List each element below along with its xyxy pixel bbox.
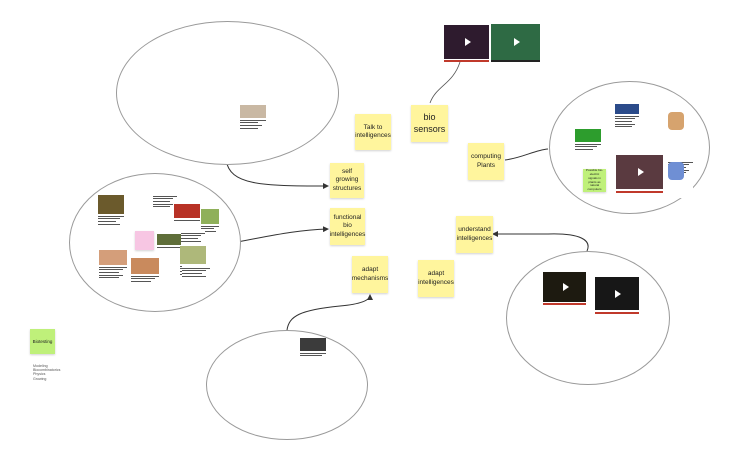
video-top-1-caption [444,60,489,62]
cluster-top-left [116,21,339,165]
connector-top-left-to-self-growing [225,159,329,189]
video-fireflies[interactable] [595,277,639,310]
video-top-2-caption [491,60,540,62]
note-plants-computers[interactable]: Possible bio-electric signals in plants … [583,168,606,192]
video-bioluminescence[interactable] [543,272,586,302]
sticky-adapt-intelligences-text: adapt intelligences [418,270,454,286]
cluster-bottom-right [506,251,670,385]
legend-list: Modeling Biocombinatorics Physics Growin… [33,364,60,381]
sticky-computing-plants[interactable]: computing Plants [468,143,504,180]
video-top-1[interactable] [444,25,489,59]
card-right-2[interactable] [615,104,639,140]
card-left-3[interactable] [174,204,200,224]
sticky-talk-to-intelligences[interactable]: Talk to intelligences [355,114,391,150]
sticky-computing-text: computing Plants [471,153,501,169]
sticky-talk-text: Talk to intelligences [355,123,391,139]
legend-item: Physics [33,372,46,377]
sticky-understand-text: understand intelligences [456,226,493,242]
play-icon [637,168,644,176]
card-right-1[interactable] [575,129,601,159]
play-icon [464,38,471,46]
sticky-adapt-mechanisms-text: adapt mechanisms [351,266,389,282]
sticky-self-growing-text: self growing structures [332,168,362,192]
glove-icon-1 [668,112,684,130]
card-bottom-1[interactable] [300,338,326,368]
video-caption-2 [595,312,639,314]
card-left-9[interactable] [131,258,159,288]
video-caption-bar [616,191,663,193]
cluster-left [69,173,241,312]
connector-left-to-functional [236,226,329,243]
play-icon [513,38,520,46]
legend-item: Growing [33,376,47,381]
glove-icon-2 [668,162,684,180]
video-thumbnail-plants[interactable] [616,155,663,189]
sticky-bio-sensors-text: bio sensors [413,112,446,134]
sticky-bio-sensors[interactable]: bio sensors [411,105,448,142]
sticky-biotesting[interactable]: Biotesting [30,329,55,354]
card-left-2[interactable] [153,194,177,216]
connector-right-to-understand [492,231,589,252]
connector-computing-to-right [504,148,549,161]
sticky-functional-bio-intelligences[interactable]: functional bio intelligences [330,208,365,245]
card-left-5[interactable] [157,234,181,252]
card-left-1[interactable] [98,195,124,229]
pink-note[interactable] [135,231,154,250]
sticky-functional-text: functional bio intelligences [329,214,366,238]
connector-top-to-bio-sensors [429,61,461,104]
cluster-right: Possible bio-electric signals in plants … [549,81,710,214]
cluster-bottom [206,330,368,440]
sticky-adapt-intelligences[interactable]: adapt intelligences [418,260,454,297]
card-left-8[interactable] [99,250,127,288]
sticky-understand-intelligences[interactable]: understand intelligences [456,216,493,253]
play-icon [615,289,621,298]
note-plants-computers-text: Possible bio-electric signals in plants … [585,168,604,191]
legend-item: Modeling [33,364,48,368]
sticky-biotesting-text: Biotesting [32,338,53,344]
card-left-10[interactable] [182,266,210,282]
card-architecture-bio-materials[interactable] [240,105,266,135]
video-caption-1 [543,303,586,305]
video-top-2[interactable] [491,24,540,60]
sticky-adapt-mechanisms[interactable]: adapt mechanisms [352,256,388,293]
play-icon [562,283,569,291]
legend-item: Biocombinatorics [33,368,61,373]
card-left-4[interactable] [201,209,219,237]
connector-bottom-to-adapt [286,294,373,331]
sticky-self-growing-structures[interactable]: self growing structures [330,163,364,198]
